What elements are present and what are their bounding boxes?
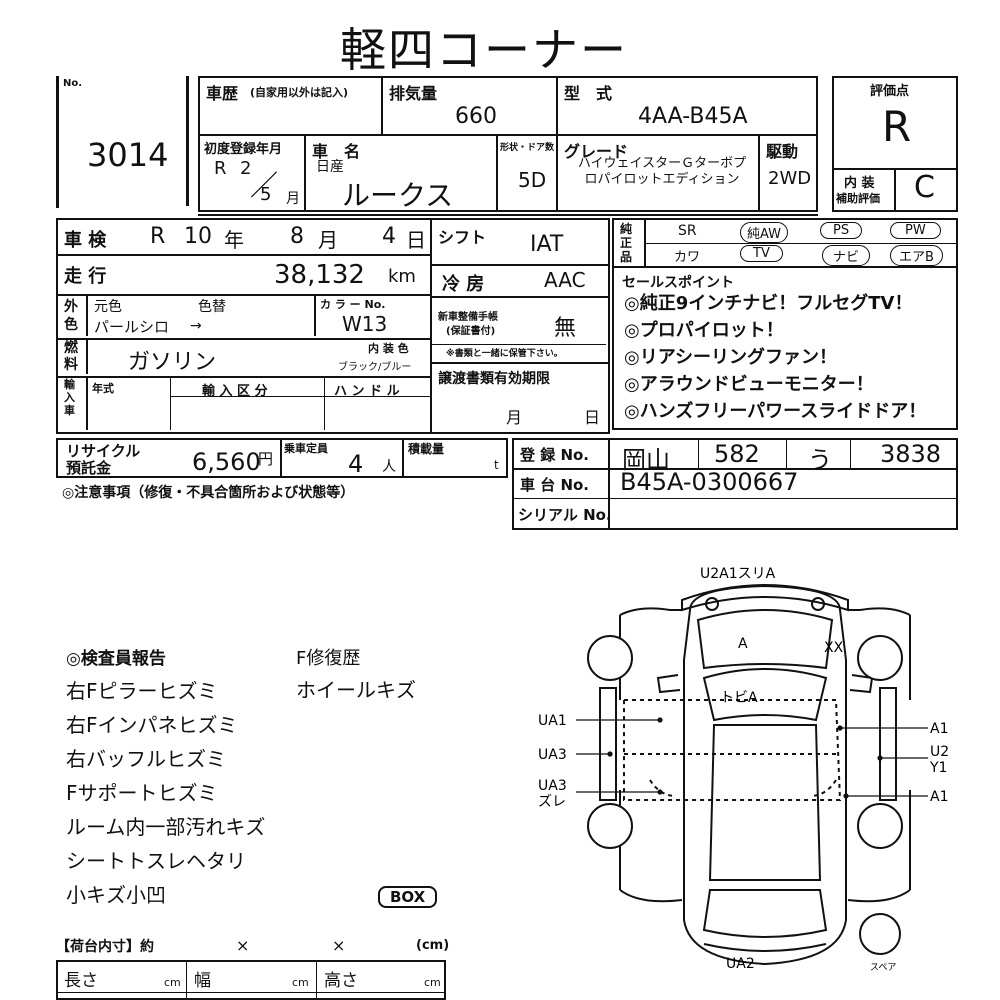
box-badge: BOX bbox=[378, 886, 438, 908]
diagram-right-label: U2 bbox=[930, 744, 949, 760]
car-name-cell: 車 名 日産 ルークス bbox=[306, 136, 498, 212]
warranty-cell: 新車整備手帳 (保証書付) 無 ※書類と一緒に保管下さい。 bbox=[432, 298, 610, 364]
equip-ps: PS bbox=[820, 222, 863, 239]
mirror-left bbox=[656, 674, 681, 694]
diagram-top-label: U2A1スリA bbox=[700, 566, 776, 582]
history-cell: 車歴 (自家用以外は記入) bbox=[198, 76, 383, 136]
transfer-cell: 譲渡書類有効期限 月 日 bbox=[432, 364, 610, 434]
lot-number: 3014 bbox=[87, 136, 169, 174]
inspection-cell: 車 検 R 10 年 8 月 4 日 bbox=[56, 218, 432, 256]
sales-point: ◎ハンズフリーパワースライドドア！ bbox=[624, 401, 927, 422]
inspector-item: Fサポートヒズミ bbox=[66, 781, 218, 805]
grade-score-box: 評価点 R 内 装 補助評価 C bbox=[832, 76, 958, 212]
rear-bumper bbox=[703, 943, 827, 952]
door-outline-dashed bbox=[623, 699, 842, 801]
import-cell: 輸入車 年式 輸 入 区 分 ハ ン ド ル bbox=[56, 378, 432, 434]
equip-tv: TV bbox=[740, 245, 783, 262]
wheel-fr bbox=[857, 635, 903, 681]
wheel-fl bbox=[587, 635, 633, 681]
no-label: No. bbox=[63, 78, 83, 89]
fender-rr bbox=[847, 790, 911, 903]
fuel-cell: 燃料 ガソリン 内 装 色 ブラック/ブルー bbox=[56, 340, 432, 378]
inspector-item: 右Fインパネヒズミ bbox=[66, 713, 238, 737]
diagram-xx-label: XX bbox=[824, 640, 844, 656]
diagram-right-label: A1 bbox=[930, 721, 948, 737]
lot-number-box: No. 3014 bbox=[56, 76, 189, 208]
fender-fr bbox=[848, 607, 911, 700]
interior-score-value: C bbox=[914, 170, 935, 205]
hood bbox=[696, 609, 834, 670]
shift-cell: シフト IAT bbox=[432, 218, 610, 266]
wheel-rr bbox=[857, 803, 903, 849]
windshield bbox=[702, 668, 828, 722]
damage-diagram: U2A1スリA A XX トビA UA1 UA3 UA3 ズレ A1 U2 Y1… bbox=[538, 566, 949, 973]
equip-navi: ナビ bbox=[822, 245, 871, 266]
inspector-item: 小キズ小凹 bbox=[66, 883, 166, 907]
diagram-left-label: UA1 bbox=[538, 713, 567, 729]
wheel-rl bbox=[587, 803, 633, 849]
inspector-item: シートトスレヘタリ bbox=[66, 849, 246, 873]
ac-cell: 冷 房 AAC bbox=[432, 266, 610, 298]
first-reg-cell: 初度登録年月 R 2 ／ 5 月 bbox=[198, 136, 306, 212]
sales-point: ◎プロパイロット！ bbox=[624, 320, 784, 341]
diagram-left-label: UA3 bbox=[538, 778, 567, 794]
fog-lamp-left bbox=[705, 597, 719, 611]
grade-cell: グレード ハイウェイスターＧターボプロパイロットエディション bbox=[558, 136, 760, 212]
mirror-right bbox=[849, 674, 874, 694]
registration-box: 登 録 No. 岡山 582 う 3838 車 台 No. B45A-03006… bbox=[512, 438, 958, 530]
diagram-spare-label: スペア bbox=[870, 963, 896, 973]
inspector-item: 右バッフルヒズミ bbox=[66, 747, 226, 771]
sales-point: ◎アラウンドビューモニター！ bbox=[624, 374, 874, 395]
model-type-cell: 型 式 4AA-B45A bbox=[558, 76, 818, 136]
shape-doors-cell: 形状・ドア数 5D bbox=[498, 136, 558, 212]
diagram-right-label: Y1 bbox=[929, 760, 947, 776]
fog-lamp-right bbox=[811, 597, 825, 611]
equip-leather: カワ bbox=[674, 250, 701, 265]
repair-title: F修復歴 bbox=[296, 648, 361, 669]
rear-window bbox=[702, 889, 828, 938]
sill-left bbox=[599, 687, 617, 801]
cargo-header: 【荷台内寸】約 × × (cm) bbox=[56, 936, 450, 955]
cargo-table: 長さ cm 幅 cm 高さ cm bbox=[56, 960, 446, 1000]
drive-cell: 駆動 2WD bbox=[760, 136, 818, 212]
diagram-tobi-label: トビA bbox=[720, 690, 758, 706]
diagram-hood-label: A bbox=[738, 636, 748, 652]
color-cell: 外色 元色 色替 パールシロ → カ ラ ー No. W13 bbox=[56, 296, 432, 340]
equip-alloy: 純AW bbox=[740, 222, 789, 243]
diagram-bottom-label: UA2 bbox=[726, 956, 755, 972]
equip-sr: SR bbox=[678, 223, 697, 239]
repair-item: ホイールキズ bbox=[296, 678, 416, 702]
equip-airbag: エアB bbox=[890, 245, 943, 266]
sill-right bbox=[879, 687, 897, 801]
fender-rl bbox=[619, 790, 683, 903]
spare-tire bbox=[859, 913, 901, 955]
recycle-row: リサイクル 預託金 6,560 円 乗車定員 4 人 積載量 t bbox=[56, 438, 508, 478]
sales-point: ◎純正9インチナビ！フルセグTV！ bbox=[624, 293, 913, 314]
roof bbox=[708, 724, 822, 881]
inspector-title: ◎検査員報告 bbox=[66, 649, 166, 669]
diagram-left-label: UA3 bbox=[538, 747, 567, 763]
equipment-box: 純正品 SR 純AW PS PW カワ TV ナビ エアB bbox=[612, 218, 958, 268]
inspector-items: 右Fピラーヒズミ 右Fインパネヒズミ 右バッフルヒズミ Fサポートヒズミ ルーム… bbox=[66, 674, 265, 912]
page-title: 軽四コーナー bbox=[340, 23, 628, 77]
displacement-cell: 排気量 660 bbox=[383, 76, 558, 136]
inspector-item: ルーム内一部汚れキズ bbox=[66, 815, 266, 839]
car-body-outline bbox=[683, 584, 847, 966]
equip-pw: PW bbox=[890, 222, 941, 239]
sales-point: ◎リアシーリングファン！ bbox=[624, 347, 837, 368]
diagram-right-label: A1 bbox=[930, 789, 948, 805]
notes-label: ◎注意事項（修復・不具合箇所および状態等） bbox=[62, 485, 355, 501]
sales-points-box: セールスポイント ◎純正9インチナビ！フルセグTV！ ◎プロパイロット！ ◎リア… bbox=[612, 268, 958, 430]
mileage-cell: 走 行 38,132 km bbox=[56, 256, 432, 296]
inspector-item: 右Fピラーヒズミ bbox=[66, 679, 218, 703]
grade-score-value: R bbox=[882, 102, 912, 151]
diagram-left-label: ズレ bbox=[538, 794, 566, 810]
